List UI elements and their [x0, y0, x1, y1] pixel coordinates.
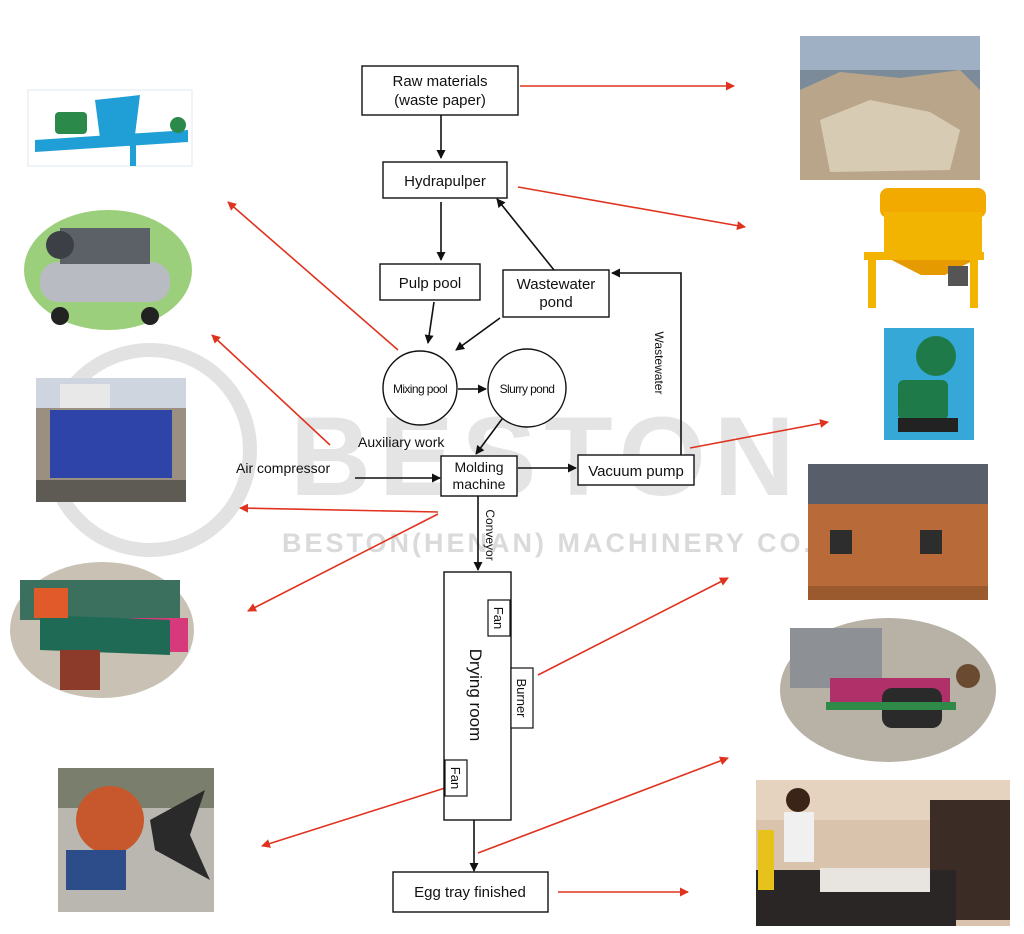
photo-molding-machine: [36, 378, 186, 502]
node-egg-tray-finished: Egg tray finished: [392, 871, 549, 913]
flow-arrow: [455, 317, 501, 351]
svg-text:pond: pond: [539, 294, 572, 311]
svg-text:Raw materials: Raw materials: [392, 73, 487, 90]
watermark-company: BESTON(HENAN) MACHINERY CO.,LTD: [282, 528, 884, 558]
svg-text:Pulp pool: Pulp pool: [399, 275, 462, 292]
flow-arrow: [611, 268, 682, 455]
label-wastewater: Wastewater: [652, 332, 666, 395]
svg-text:Fan: Fan: [491, 607, 506, 629]
photo-metal-drying-line: [780, 618, 996, 762]
node-fan-bottom: Fan: [444, 759, 468, 797]
pointer-arrow: [239, 503, 439, 513]
svg-text:Mixing pool: Mixing pool: [393, 382, 447, 396]
label-conveyor: Conveyor: [483, 509, 497, 560]
label-air-compressor: Air compressor: [236, 460, 330, 476]
photo-hydrapulper-machine: [27, 89, 193, 167]
node-hydrapulper: Hydrapulper: [382, 161, 508, 199]
photo-air-compressor: [24, 210, 192, 330]
flow-arrow: [475, 418, 503, 455]
photo-pulp-mixer: [864, 188, 986, 308]
pointer-arrow: [477, 756, 729, 854]
flow-arrow: [424, 301, 435, 344]
svg-text:Drying room: Drying room: [466, 649, 485, 742]
pointer-arrow: [261, 787, 446, 848]
node-mixing-pool: Mixing pool: [382, 350, 458, 426]
node-pulp-pool: Pulp pool: [379, 263, 481, 301]
svg-text:(waste paper): (waste paper): [394, 92, 486, 109]
svg-text:machine: machine: [453, 476, 506, 492]
svg-text:Vacuum pump: Vacuum pump: [588, 463, 684, 480]
pointer-arrow: [211, 334, 331, 446]
svg-text:Wastewater: Wastewater: [517, 276, 596, 293]
photo-drying-fan: [58, 768, 214, 912]
node-molding-machine: Molding machine: [440, 455, 518, 497]
label-auxiliary-work: Auxiliary work: [358, 434, 445, 450]
node-vacuum-pump: Vacuum pump: [577, 454, 695, 486]
node-burner: Burner: [510, 667, 534, 729]
node-fan-top: Fan: [487, 599, 511, 637]
photo-conveyor-line: [10, 562, 194, 698]
node-wastewater-pond: Wastewater pond: [502, 269, 610, 318]
svg-text:Fan: Fan: [448, 767, 463, 789]
pointer-arrow: [689, 419, 829, 449]
photo-vacuum-pump: [884, 328, 974, 440]
svg-text:Molding: Molding: [454, 459, 503, 475]
pointer-arrow: [227, 201, 399, 351]
pointer-arrow: [537, 577, 729, 676]
photo-waste-paper: [800, 36, 980, 180]
svg-text:Slurry pond: Slurry pond: [500, 382, 555, 396]
photo-finished-egg-trays: [756, 780, 1010, 926]
svg-text:Burner: Burner: [514, 678, 529, 718]
pointer-arrow: [247, 513, 439, 612]
svg-text:Hydrapulper: Hydrapulper: [404, 173, 486, 190]
flow-arrow: [496, 198, 555, 271]
pointer-arrow: [517, 186, 746, 231]
node-raw-materials: Raw materials (waste paper): [361, 65, 519, 116]
pointer-arrows: [211, 81, 829, 897]
svg-text:Egg tray finished: Egg tray finished: [414, 884, 526, 901]
node-slurry-pond: Slurry pond: [487, 348, 567, 428]
flow-arrows: [355, 115, 682, 872]
photo-brick-drying-room: [808, 464, 988, 600]
